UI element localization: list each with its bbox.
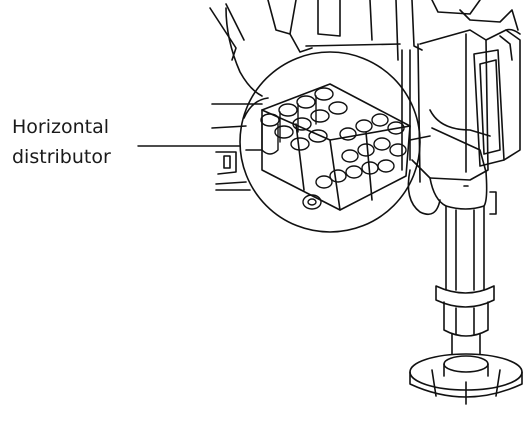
upper-structure [209, 0, 519, 97]
support-leg [429, 171, 497, 355]
cab-column [401, 28, 521, 183]
foot-plate [409, 353, 523, 405]
magnifier-circle [239, 51, 421, 233]
hose [407, 169, 441, 216]
callout-label: Horizontal distributor [12, 112, 111, 172]
callout-line-2: distributor [12, 146, 111, 168]
callout-line-1: Horizontal [12, 116, 110, 138]
valve-block [243, 83, 431, 211]
side-rails [211, 103, 263, 191]
